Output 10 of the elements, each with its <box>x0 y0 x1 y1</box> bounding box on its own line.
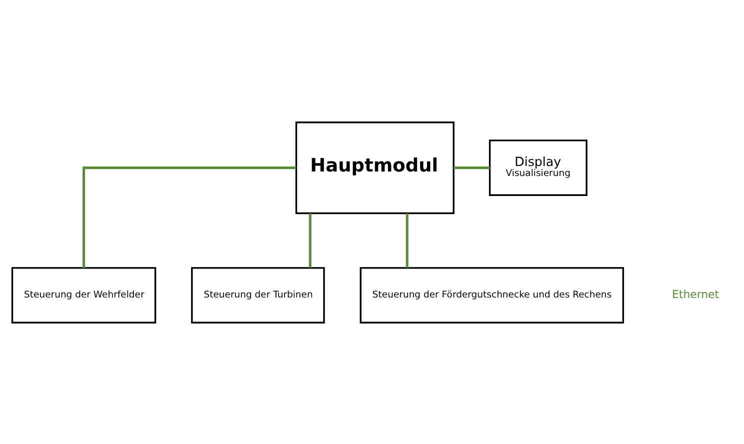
node-box: Steuerung der Wehrfelder <box>11 266 156 323</box>
connector <box>406 212 408 268</box>
connector <box>308 212 312 268</box>
connector <box>454 166 490 169</box>
node-box: Steuerung der Fördergutschnecke und des Rechens <box>360 266 624 323</box>
connector <box>82 166 296 268</box>
node-box: Display Visualisierung <box>488 139 588 196</box>
node-box: Steuerung der Turbinen <box>191 266 325 323</box>
label: Ethernet <box>672 288 720 301</box>
node-box: Hauptmodul <box>295 121 454 214</box>
